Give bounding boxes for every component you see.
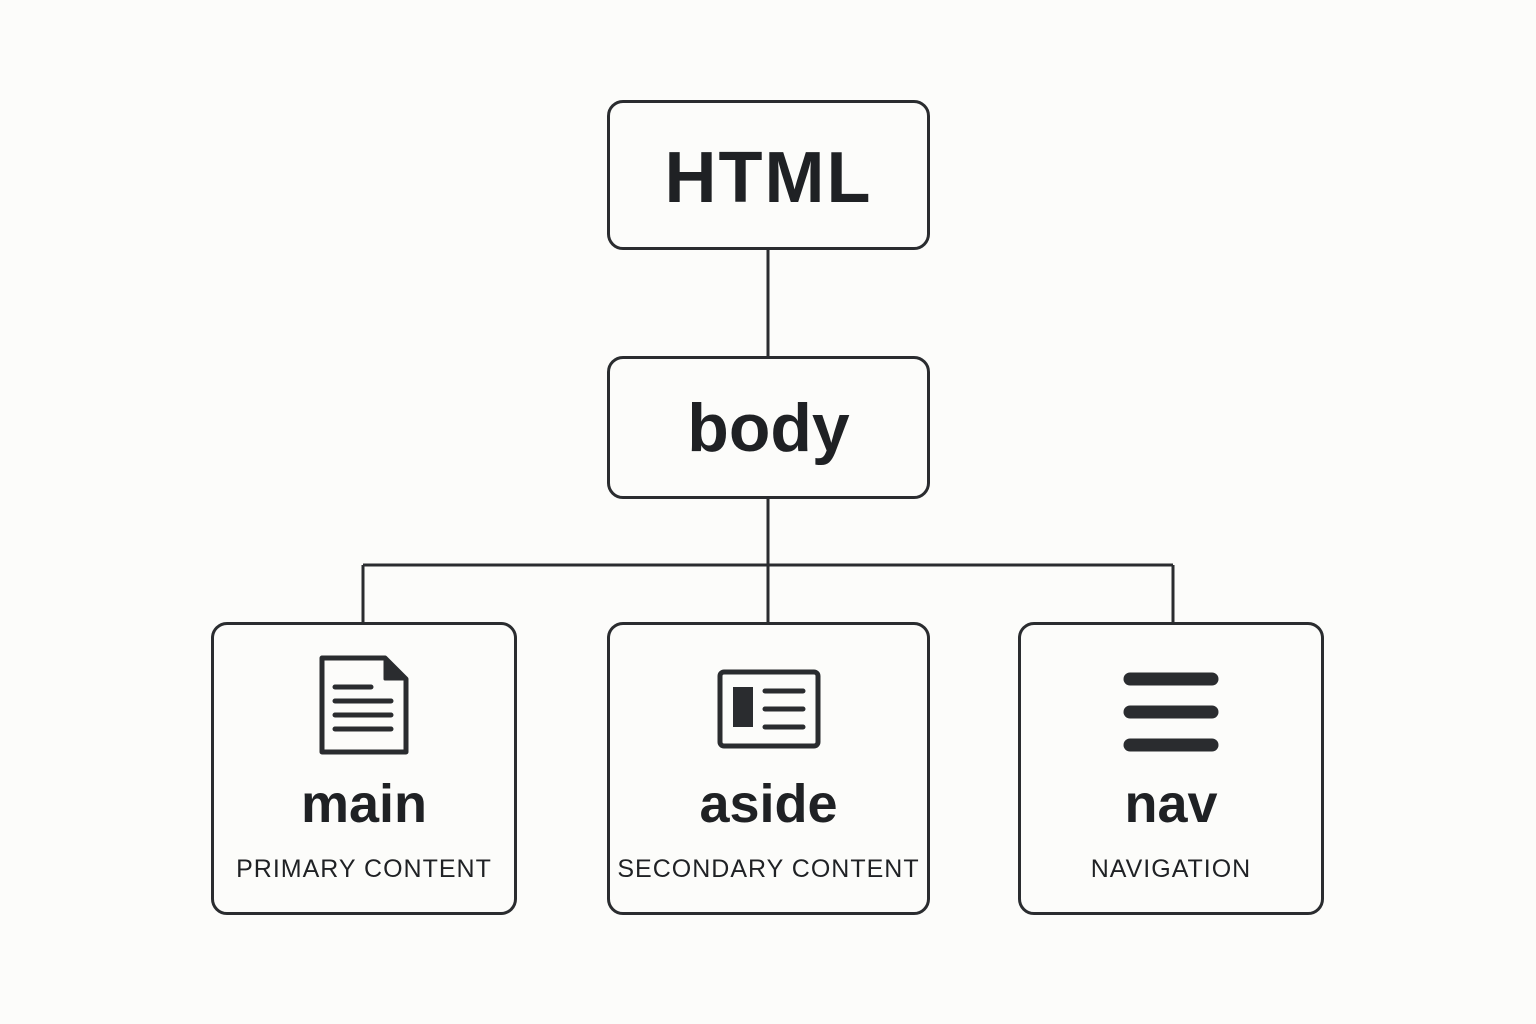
node-main: main PRIMARY CONTENT [211, 622, 517, 915]
node-main-description: PRIMARY CONTENT [236, 855, 492, 883]
node-aside-description: SECONDARY CONTENT [617, 855, 920, 883]
node-aside: aside SECONDARY CONTENT [607, 622, 930, 915]
node-body-label: body [687, 390, 850, 466]
document-icon [319, 655, 409, 755]
node-nav-description: NAVIGATION [1090, 855, 1252, 883]
hamburger-menu-icon [1123, 672, 1219, 752]
node-nav: nav NAVIGATION [1018, 622, 1324, 915]
node-body: body [607, 356, 930, 499]
sidebar-card-icon [717, 669, 820, 749]
node-main-label: main [300, 774, 428, 834]
node-html-label: HTML [664, 138, 873, 218]
node-aside-label: aside [699, 774, 838, 834]
node-html: HTML [607, 100, 930, 250]
node-nav-label: nav [1124, 774, 1218, 834]
